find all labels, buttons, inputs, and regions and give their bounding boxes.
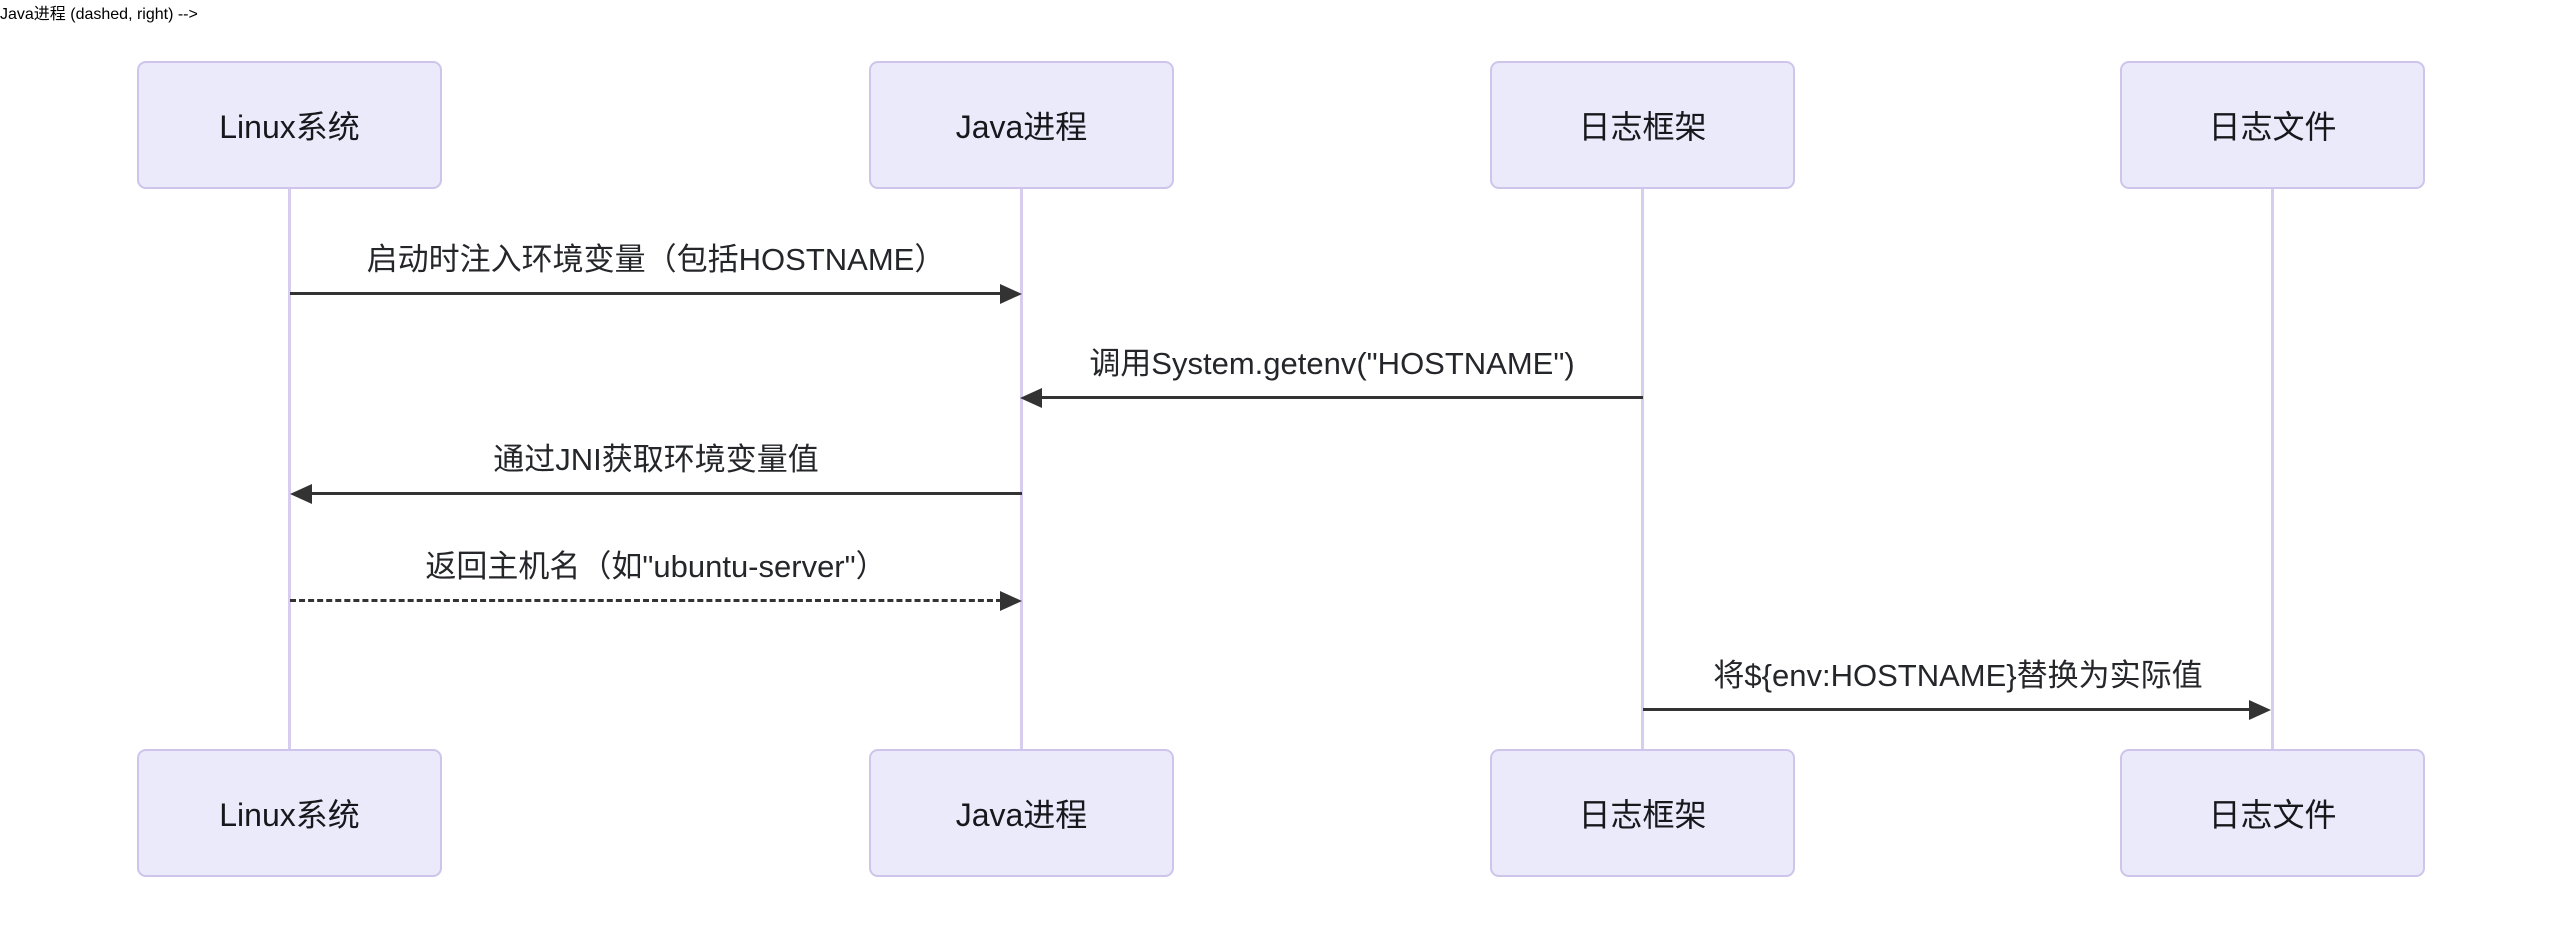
message-2-arrowhead-left-icon bbox=[1020, 388, 1042, 408]
message-1-line bbox=[290, 292, 1002, 295]
message-4-label: 返回主机名（如"ubuntu-server"） bbox=[425, 549, 887, 584]
actor-label: 日志框架 bbox=[1578, 109, 1707, 145]
message-5-line bbox=[1643, 708, 2251, 711]
message-3-label: 通过JNI获取环境变量值 bbox=[493, 442, 819, 477]
actor-box-log-framework-bottom: 日志框架 bbox=[1490, 749, 1795, 877]
actor-box-linux-bottom: Linux系统 bbox=[137, 749, 442, 877]
actor-box-java-top: Java进程 bbox=[869, 61, 1174, 189]
actor-label: Java进程 bbox=[955, 797, 1088, 833]
message-4-line bbox=[290, 599, 1002, 602]
message-3-line bbox=[312, 492, 1022, 495]
actor-label: 日志文件 bbox=[2208, 109, 2337, 145]
actor-label: Linux系统 bbox=[219, 109, 360, 145]
message-2-label: 调用System.getenv("HOSTNAME") bbox=[1089, 346, 1575, 381]
actor-box-log-file-bottom: 日志文件 bbox=[2120, 749, 2425, 877]
message-5-arrowhead-right-icon bbox=[2249, 700, 2271, 720]
message-2-line bbox=[1042, 396, 1643, 399]
lifeline-log-file bbox=[2271, 188, 2274, 750]
lifeline-log-framework bbox=[1641, 188, 1644, 750]
actor-box-java-bottom: Java进程 bbox=[869, 749, 1174, 877]
lifeline-java bbox=[1020, 188, 1023, 750]
actor-label: Linux系统 bbox=[219, 797, 360, 833]
actor-label: 日志框架 bbox=[1578, 797, 1707, 833]
actor-box-log-file-top: 日志文件 bbox=[2120, 61, 2425, 189]
actor-label: Java进程 bbox=[955, 109, 1088, 145]
actor-label: 日志文件 bbox=[2208, 797, 2337, 833]
actor-box-linux-top: Linux系统 bbox=[137, 61, 442, 189]
message-3-arrowhead-left-icon bbox=[290, 484, 312, 504]
message-1-arrowhead-right-icon bbox=[1000, 284, 1022, 304]
lifeline-linux bbox=[288, 188, 291, 750]
message-4-arrowhead-right-icon bbox=[1000, 591, 1022, 611]
message-5-label: 将${env:HOSTNAME}替换为实际值 bbox=[1713, 658, 2203, 693]
message-1-label: 启动时注入环境变量（包括HOSTNAME） bbox=[366, 242, 946, 277]
actor-box-log-framework-top: 日志框架 bbox=[1490, 61, 1795, 189]
